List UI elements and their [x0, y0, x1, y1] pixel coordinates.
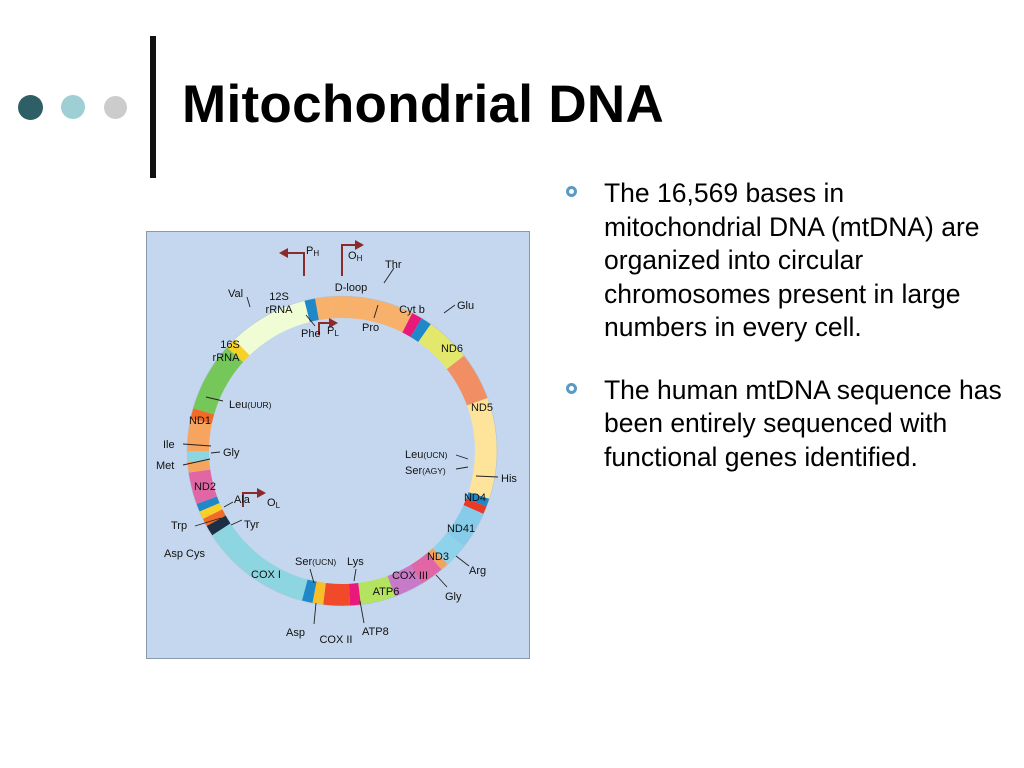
ring-segment — [234, 300, 310, 356]
callout-gly-2: Gly — [445, 591, 462, 603]
ring-segment — [193, 347, 244, 415]
label-nd5: ND5 — [471, 402, 493, 414]
label-16s: 16S — [220, 339, 240, 351]
callout-his: His — [501, 473, 517, 485]
label-cox1: COX I — [251, 569, 281, 581]
ring-segment — [206, 515, 231, 536]
ring-segment — [427, 548, 448, 570]
callout-asp: Asp — [286, 627, 305, 639]
dot-teal — [61, 95, 85, 119]
mtdna-map-figure: D-loop 12S rRNA 16S rRNA ND1 ND2 COX I C… — [146, 231, 530, 659]
ring-segment — [410, 318, 431, 343]
ring-segment — [463, 498, 487, 515]
callout-gly-1: Gly — [223, 447, 240, 459]
callout-oh: OH — [348, 250, 363, 263]
ring-segment — [418, 324, 465, 370]
slide-title: Mitochondrial DNA — [182, 75, 665, 134]
callout-phe: Phe — [301, 328, 321, 340]
label-16s-rrna: rRNA — [213, 352, 241, 364]
ring-segment — [190, 408, 215, 424]
bullet-item: The human mtDNA sequence has been entire… — [566, 374, 1006, 475]
ring-segment — [196, 496, 220, 512]
callout-ser-ucn-1: Ser(UCN) — [295, 556, 336, 568]
ring-segment — [331, 296, 413, 333]
callout-thr: Thr — [385, 259, 402, 271]
bullet-list: The 16,569 bases in mitochondrial DNA (m… — [566, 177, 1006, 503]
bullet-ring-icon — [566, 382, 577, 394]
label-nd41: ND41 — [447, 523, 475, 535]
ring-segment — [446, 505, 484, 547]
ring-segment — [348, 583, 361, 606]
ring-segment — [466, 397, 497, 499]
label-12s-rrna: rRNA — [266, 304, 294, 316]
ring-segment — [387, 565, 422, 597]
ring-segment — [301, 579, 317, 604]
callout-tyr: Tyr — [244, 519, 260, 531]
ring-segment — [466, 492, 490, 507]
ring-segment — [402, 312, 422, 337]
bullet-ring-icon — [566, 186, 577, 197]
label-cytb: Cyt b — [399, 304, 425, 316]
label-nd4: ND4 — [464, 492, 486, 504]
callout-leu-ucn: Leu(UCN) — [405, 449, 448, 461]
ring-segment — [187, 418, 212, 451]
callout-atp8: ATP8 — [362, 626, 389, 638]
label-cox3: COX III — [392, 570, 428, 582]
bullet-item: The 16,569 bases in mitochondrial DNA (m… — [566, 177, 1006, 345]
genome-ring — [186, 295, 498, 607]
ring-segment — [315, 296, 333, 321]
label-nd2: ND2 — [194, 481, 216, 493]
label-nd3: ND3 — [427, 551, 449, 563]
callout-ser-agy: Ser(AGY) — [405, 465, 446, 477]
callout-leu-uur: Leu(UUR) — [229, 399, 272, 411]
label-nd6: ND6 — [441, 343, 463, 355]
ring-segment — [304, 298, 319, 322]
callout-trp: Trp — [171, 520, 187, 532]
label-cox2: COX II — [319, 634, 352, 646]
callout-glu: Glu — [457, 300, 474, 312]
mtdna-map: D-loop 12S rRNA 16S rRNA ND1 ND2 COX I C… — [146, 231, 530, 659]
ring-segment — [410, 552, 442, 584]
label-dloop: D-loop — [335, 282, 367, 294]
callout-val: Val — [228, 288, 243, 300]
bullet-text: The 16,569 bases in mitochondrial DNA (m… — [604, 178, 980, 342]
callout-met: Met — [156, 460, 174, 472]
callout-pl: PL — [327, 325, 339, 338]
label-nd1: ND1 — [189, 415, 211, 427]
ring-segment — [358, 575, 396, 605]
title-divider — [150, 36, 156, 178]
callout-pro: Pro — [362, 322, 379, 334]
ring-segment — [432, 532, 465, 565]
callout-arg: Arg — [469, 565, 486, 577]
callout-ala: Ala — [234, 494, 251, 506]
ring-segment — [312, 581, 326, 605]
decorative-dots — [0, 0, 150, 200]
ring-segment — [226, 339, 250, 363]
ring-segment — [446, 355, 488, 406]
ring-segment — [199, 502, 223, 519]
ring-segment — [188, 469, 218, 505]
callout-lys: Lys — [347, 556, 364, 568]
callout-asp-cys: Asp Cys — [164, 548, 205, 560]
label-12s: 12S — [269, 291, 289, 303]
ring-segment — [187, 460, 211, 473]
ring-segment — [323, 583, 351, 606]
callout-ile: Ile — [163, 439, 175, 451]
bullet-text: The human mtDNA sequence has been entire… — [604, 374, 1002, 472]
ring-segment — [212, 523, 308, 601]
callout-ol: OL — [267, 497, 281, 510]
ring-outer-edge — [186, 295, 498, 607]
label-atp6: ATP6 — [373, 586, 400, 598]
dot-dark — [18, 95, 43, 120]
ring-segment — [187, 451, 210, 462]
dot-gray — [104, 96, 127, 119]
callout-ph: PH — [306, 245, 319, 258]
